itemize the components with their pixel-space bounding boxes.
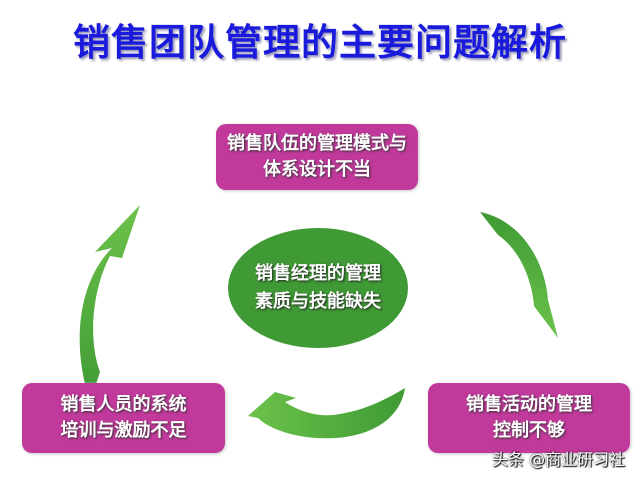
node-text-line2: 体系设计不当 (263, 159, 371, 180)
arrow-left-up (79, 205, 140, 402)
arrow-right-down (480, 212, 558, 338)
node-text-line1: 销售队伍的管理模式与 (227, 133, 407, 154)
node-text-line2: 培训与激励不足 (60, 420, 187, 441)
node-team-management-mode: 销售队伍的管理模式与 体系设计不当 (216, 124, 418, 190)
center-node-manager-skills: 销售经理的管理 素质与技能缺失 (228, 228, 408, 348)
node-text-line2: 控制不够 (493, 420, 565, 441)
watermark: 头条 @商业研习社 (492, 450, 626, 469)
node-training-incentive: 销售人员的系统 培训与激励不足 (22, 383, 225, 453)
page-title: 销售团队管理的主要问题解析 (73, 21, 567, 64)
arrow-bottom-left (248, 388, 405, 439)
node-activity-control: 销售活动的管理 控制不够 (428, 383, 630, 453)
center-text-line2: 素质与技能缺失 (255, 291, 381, 312)
center-text-line1: 销售经理的管理 (255, 263, 381, 284)
node-text-line1: 销售活动的管理 (466, 394, 592, 415)
node-text-line1: 销售人员的系统 (60, 394, 187, 415)
